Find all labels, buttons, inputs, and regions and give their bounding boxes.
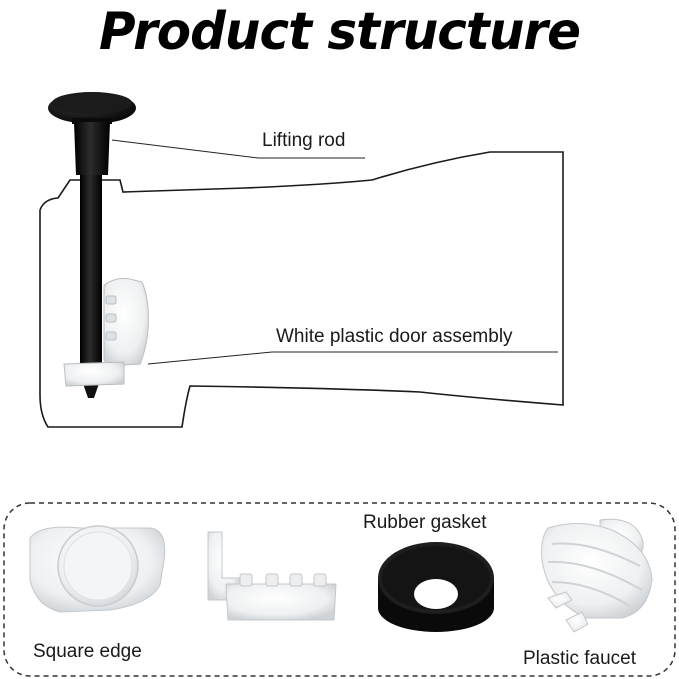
door-assembly-leader (147, 351, 558, 365)
tank-outline (39, 151, 564, 428)
lifting-rod-leader (111, 139, 365, 159)
door-assembly-label: White plastic door assembly (276, 326, 513, 347)
door-assembly-illustration (63, 277, 149, 387)
square-edge-label: Square edge (33, 641, 142, 662)
parts-panel-border (3, 502, 676, 677)
plastic-faucet-label: Plastic faucet (523, 648, 636, 669)
square-edge-part (29, 525, 166, 613)
rubber-gasket-part (378, 542, 494, 632)
lifting-rod-label: Lifting rod (262, 130, 346, 151)
rubber-gasket-label: Rubber gasket (363, 512, 487, 533)
page-title: Product structure (99, 2, 581, 62)
plastic-faucet-part (541, 518, 653, 633)
door-side-part (207, 531, 337, 621)
